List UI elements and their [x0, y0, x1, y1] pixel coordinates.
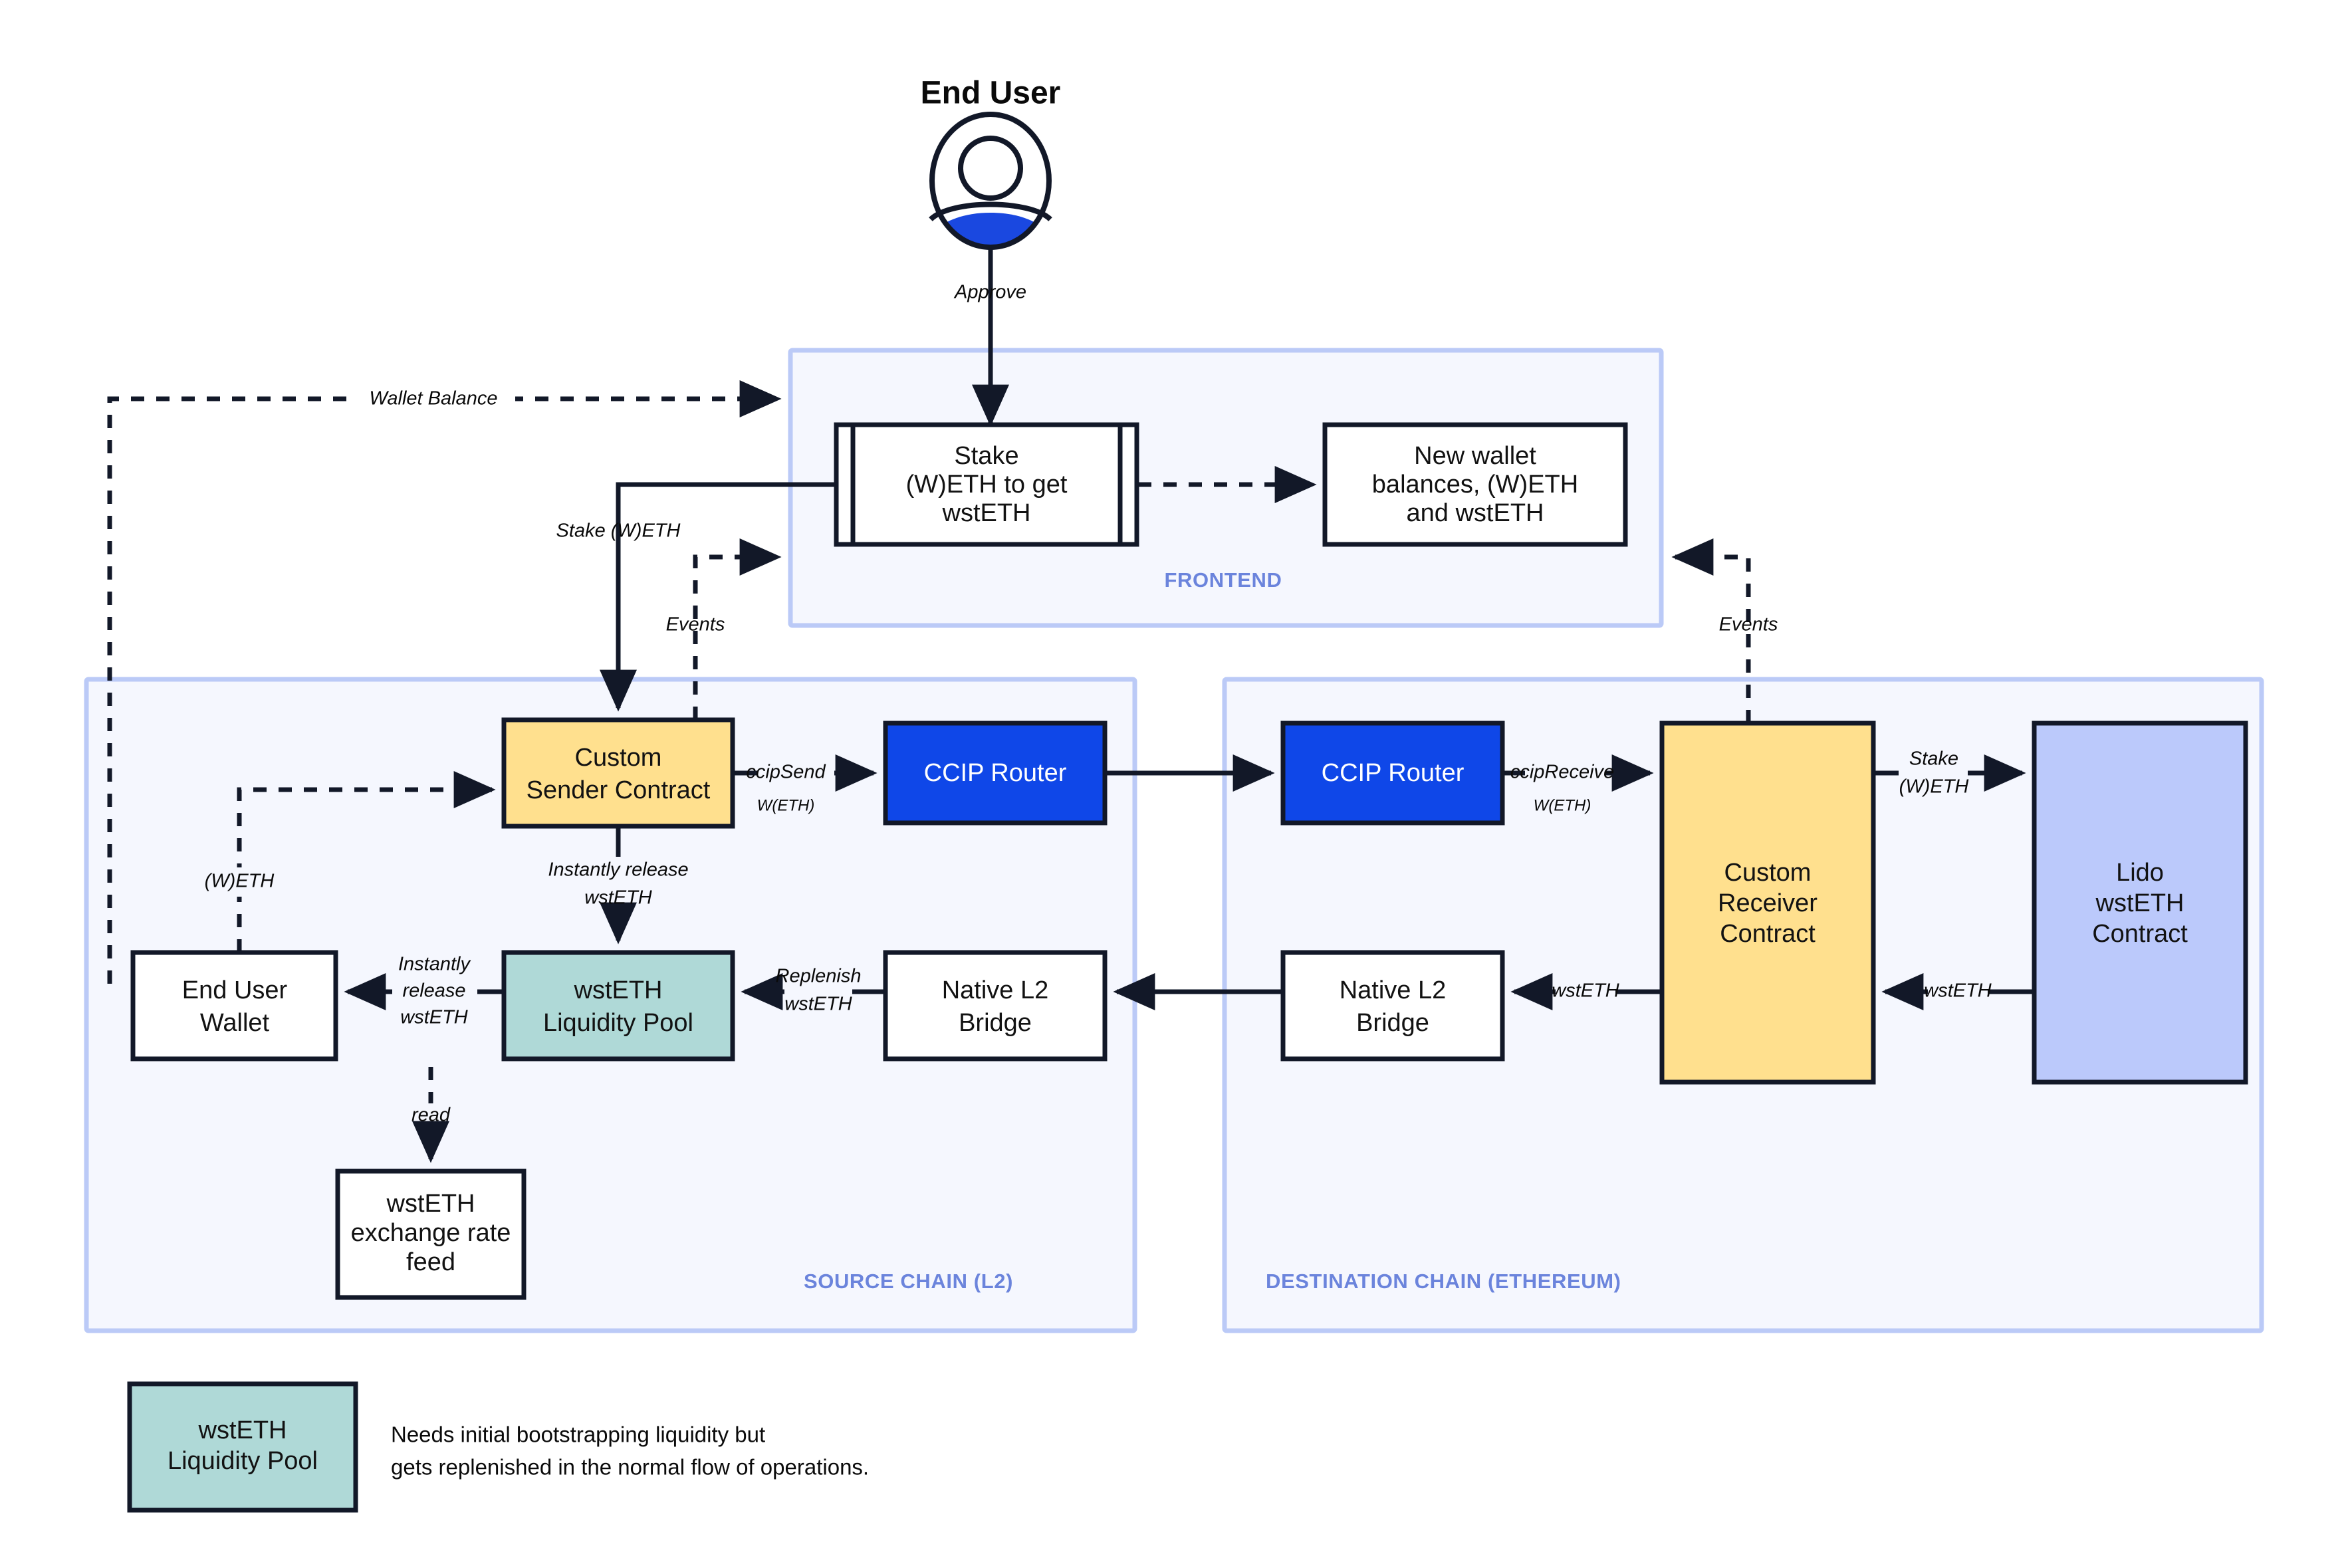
- edge-label-ccipsend: ccipSend: [746, 762, 826, 783]
- node-new-balances-line2: balances, (W)ETH: [1372, 471, 1578, 499]
- node-wsteth-rate-feed[interactable]: wstETH exchange rate feed: [335, 1169, 527, 1300]
- legend-swatch-line2: Liquidity Pool: [168, 1447, 318, 1475]
- edge-label-read: read: [411, 1105, 451, 1126]
- legend-note-line1: Needs initial bootstrapping liquidity bu…: [391, 1422, 765, 1447]
- edge-events-left: Events: [666, 538, 782, 720]
- legend-note-line2: gets replenished in the normal flow of o…: [391, 1455, 869, 1480]
- node-lido-line3: Contract: [2092, 920, 2188, 948]
- svg-text:Wallet Balance: Wallet Balance: [370, 388, 498, 409]
- node-rate-feed-line1: wstETH: [386, 1190, 475, 1218]
- node-native-l2-bridge-destination[interactable]: Native L2 Bridge: [1280, 950, 1505, 1062]
- edge-wsteth-receiver-to-bridge: wstETH: [1510, 973, 1662, 1010]
- legend: wstETH Liquidity Pool Needs initial boot…: [127, 1381, 869, 1513]
- edge-label-wsteth-bridge: wstETH: [1552, 980, 1619, 1002]
- node-rate-feed-line2: exchange rate: [351, 1219, 511, 1247]
- edge-stake-weth-lido: Stake (W)ETH: [1873, 748, 2026, 798]
- edge-label-replenish-line2: wstETH: [784, 994, 852, 1015]
- node-new-balances-line3: and wstETH: [1407, 499, 1544, 527]
- node-sender-line2: Sender Contract: [527, 776, 711, 804]
- edge-label-events-left: Events: [666, 614, 725, 635]
- node-bridge-src-line1: Native L2: [942, 976, 1049, 1004]
- node-pool-line1: wstETH: [574, 976, 663, 1004]
- edge-label-instant2-line1: Instantly: [398, 954, 471, 975]
- node-receiver-line1: Custom: [1724, 859, 1812, 887]
- node-wsteth-liquidity-pool[interactable]: wstETH Liquidity Pool: [501, 950, 735, 1062]
- node-rate-feed-line3: feed: [406, 1248, 455, 1276]
- edge-stake-weth: Stake (W)ETH: [556, 482, 836, 712]
- node-stake-weth-box[interactable]: Stake (W)ETH to get wstETH: [834, 422, 1139, 547]
- edge-read-rate-feed: read: [411, 1067, 451, 1163]
- node-new-balances-line1: New wallet: [1414, 442, 1536, 470]
- edge-label-instant1-line2: wstETH: [584, 887, 652, 909]
- edge-weth-wallet-to-sender: (W)ETH (W)ETH: [199, 771, 496, 952]
- node-bridge-src-line2: Bridge: [959, 1009, 1032, 1037]
- node-stake-weth-line2: (W)ETH to get: [906, 471, 1068, 499]
- edge-label-ccipsend-sub: W(ETH): [757, 796, 815, 814]
- node-receiver-line2: Receiver: [1718, 889, 1818, 917]
- edge-label-instant2-line3: wstETH: [400, 1007, 468, 1028]
- edge-label-ccipreceive: ccipReceive: [1510, 762, 1614, 783]
- edge-events-right: Events: [1671, 538, 1778, 723]
- node-ccip-router-source[interactable]: CCIP Router: [883, 721, 1108, 826]
- node-ccip-router-destination[interactable]: CCIP Router: [1280, 721, 1505, 826]
- edge-ccipsend: ccipSend W(ETH): [733, 754, 878, 814]
- edge-label-instant2-line2: release: [402, 980, 465, 1002]
- legend-swatch-line1: wstETH: [198, 1416, 287, 1444]
- node-custom-receiver-contract[interactable]: Custom Receiver Contract: [1659, 721, 1876, 1085]
- node-lido-wsteth-contract[interactable]: Lido wstETH Contract: [2032, 721, 2248, 1085]
- edge-approve: Approve: [953, 247, 1026, 427]
- edge-label-events-right: Events: [1719, 614, 1778, 635]
- node-lido-line2: wstETH: [2095, 889, 2184, 917]
- edge-ccipreceive: ccipReceive W(ETH): [1502, 754, 1654, 814]
- edge-instant-release-sender-to-pool: Instantly release wstETH: [548, 826, 689, 945]
- edge-label-ccipreceive-sub: W(ETH): [1534, 796, 1591, 814]
- edge-replenish-wsteth: Replenish wstETH: [741, 966, 885, 1015]
- node-custom-sender-contract[interactable]: Custom Sender Contract: [501, 717, 735, 829]
- node-sender-line1: Custom: [575, 744, 662, 772]
- panel-label-destination-chain: DESTINATION CHAIN (ETHEREUM): [1266, 1270, 1621, 1293]
- node-wallet-line2: Wallet: [200, 1009, 270, 1037]
- legend-swatch-liquidity-pool: [127, 1381, 358, 1513]
- node-stake-weth-line1: Stake: [954, 442, 1018, 470]
- page-title: End User: [921, 76, 1061, 111]
- edge-label-approve: Approve: [953, 282, 1026, 303]
- edge-wallet-balance: Wallet Balance Wallet Balance: [107, 380, 782, 984]
- edge-label-replenish-line1: Replenish: [776, 966, 862, 987]
- node-ccip-router-dst-label: CCIP Router: [1322, 759, 1465, 787]
- edge-instant-release-pool-to-wallet: Instantly release wstETH: [344, 954, 504, 1028]
- edge-label-stake-lido-line2: (W)ETH: [1899, 776, 1969, 798]
- node-stake-weth-line3: wstETH: [942, 499, 1031, 527]
- node-wallet-line1: End User: [182, 976, 288, 1004]
- edge-label-stake-lido-line1: Stake: [1909, 748, 1958, 770]
- node-ccip-router-src-label: CCIP Router: [924, 759, 1067, 787]
- node-bridge-dst-line1: Native L2: [1340, 976, 1447, 1004]
- edge-label-wsteth-lido: wstETH: [1924, 980, 1992, 1002]
- node-receiver-line3: Contract: [1720, 920, 1816, 948]
- edge-label-instant1-line1: Instantly release: [548, 859, 688, 881]
- panel-label-source-chain: SOURCE CHAIN (L2): [804, 1270, 1013, 1293]
- node-native-l2-bridge-source[interactable]: Native L2 Bridge: [883, 950, 1108, 1062]
- node-end-user-wallet[interactable]: End User Wallet: [130, 950, 338, 1062]
- node-pool-line2: Liquidity Pool: [543, 1009, 693, 1037]
- svg-text:(W)ETH: (W)ETH: [205, 871, 275, 892]
- node-new-wallet-balances[interactable]: New wallet balances, (W)ETH and wstETH: [1322, 422, 1628, 547]
- node-lido-line1: Lido: [2116, 859, 2164, 887]
- edge-wsteth-lido-to-receiver: wstETH: [1881, 973, 2034, 1010]
- panel-label-frontend: FRONTEND: [1164, 568, 1282, 592]
- node-bridge-dst-line2: Bridge: [1356, 1009, 1429, 1037]
- edge-label-stake-weth: Stake (W)ETH: [556, 520, 681, 542]
